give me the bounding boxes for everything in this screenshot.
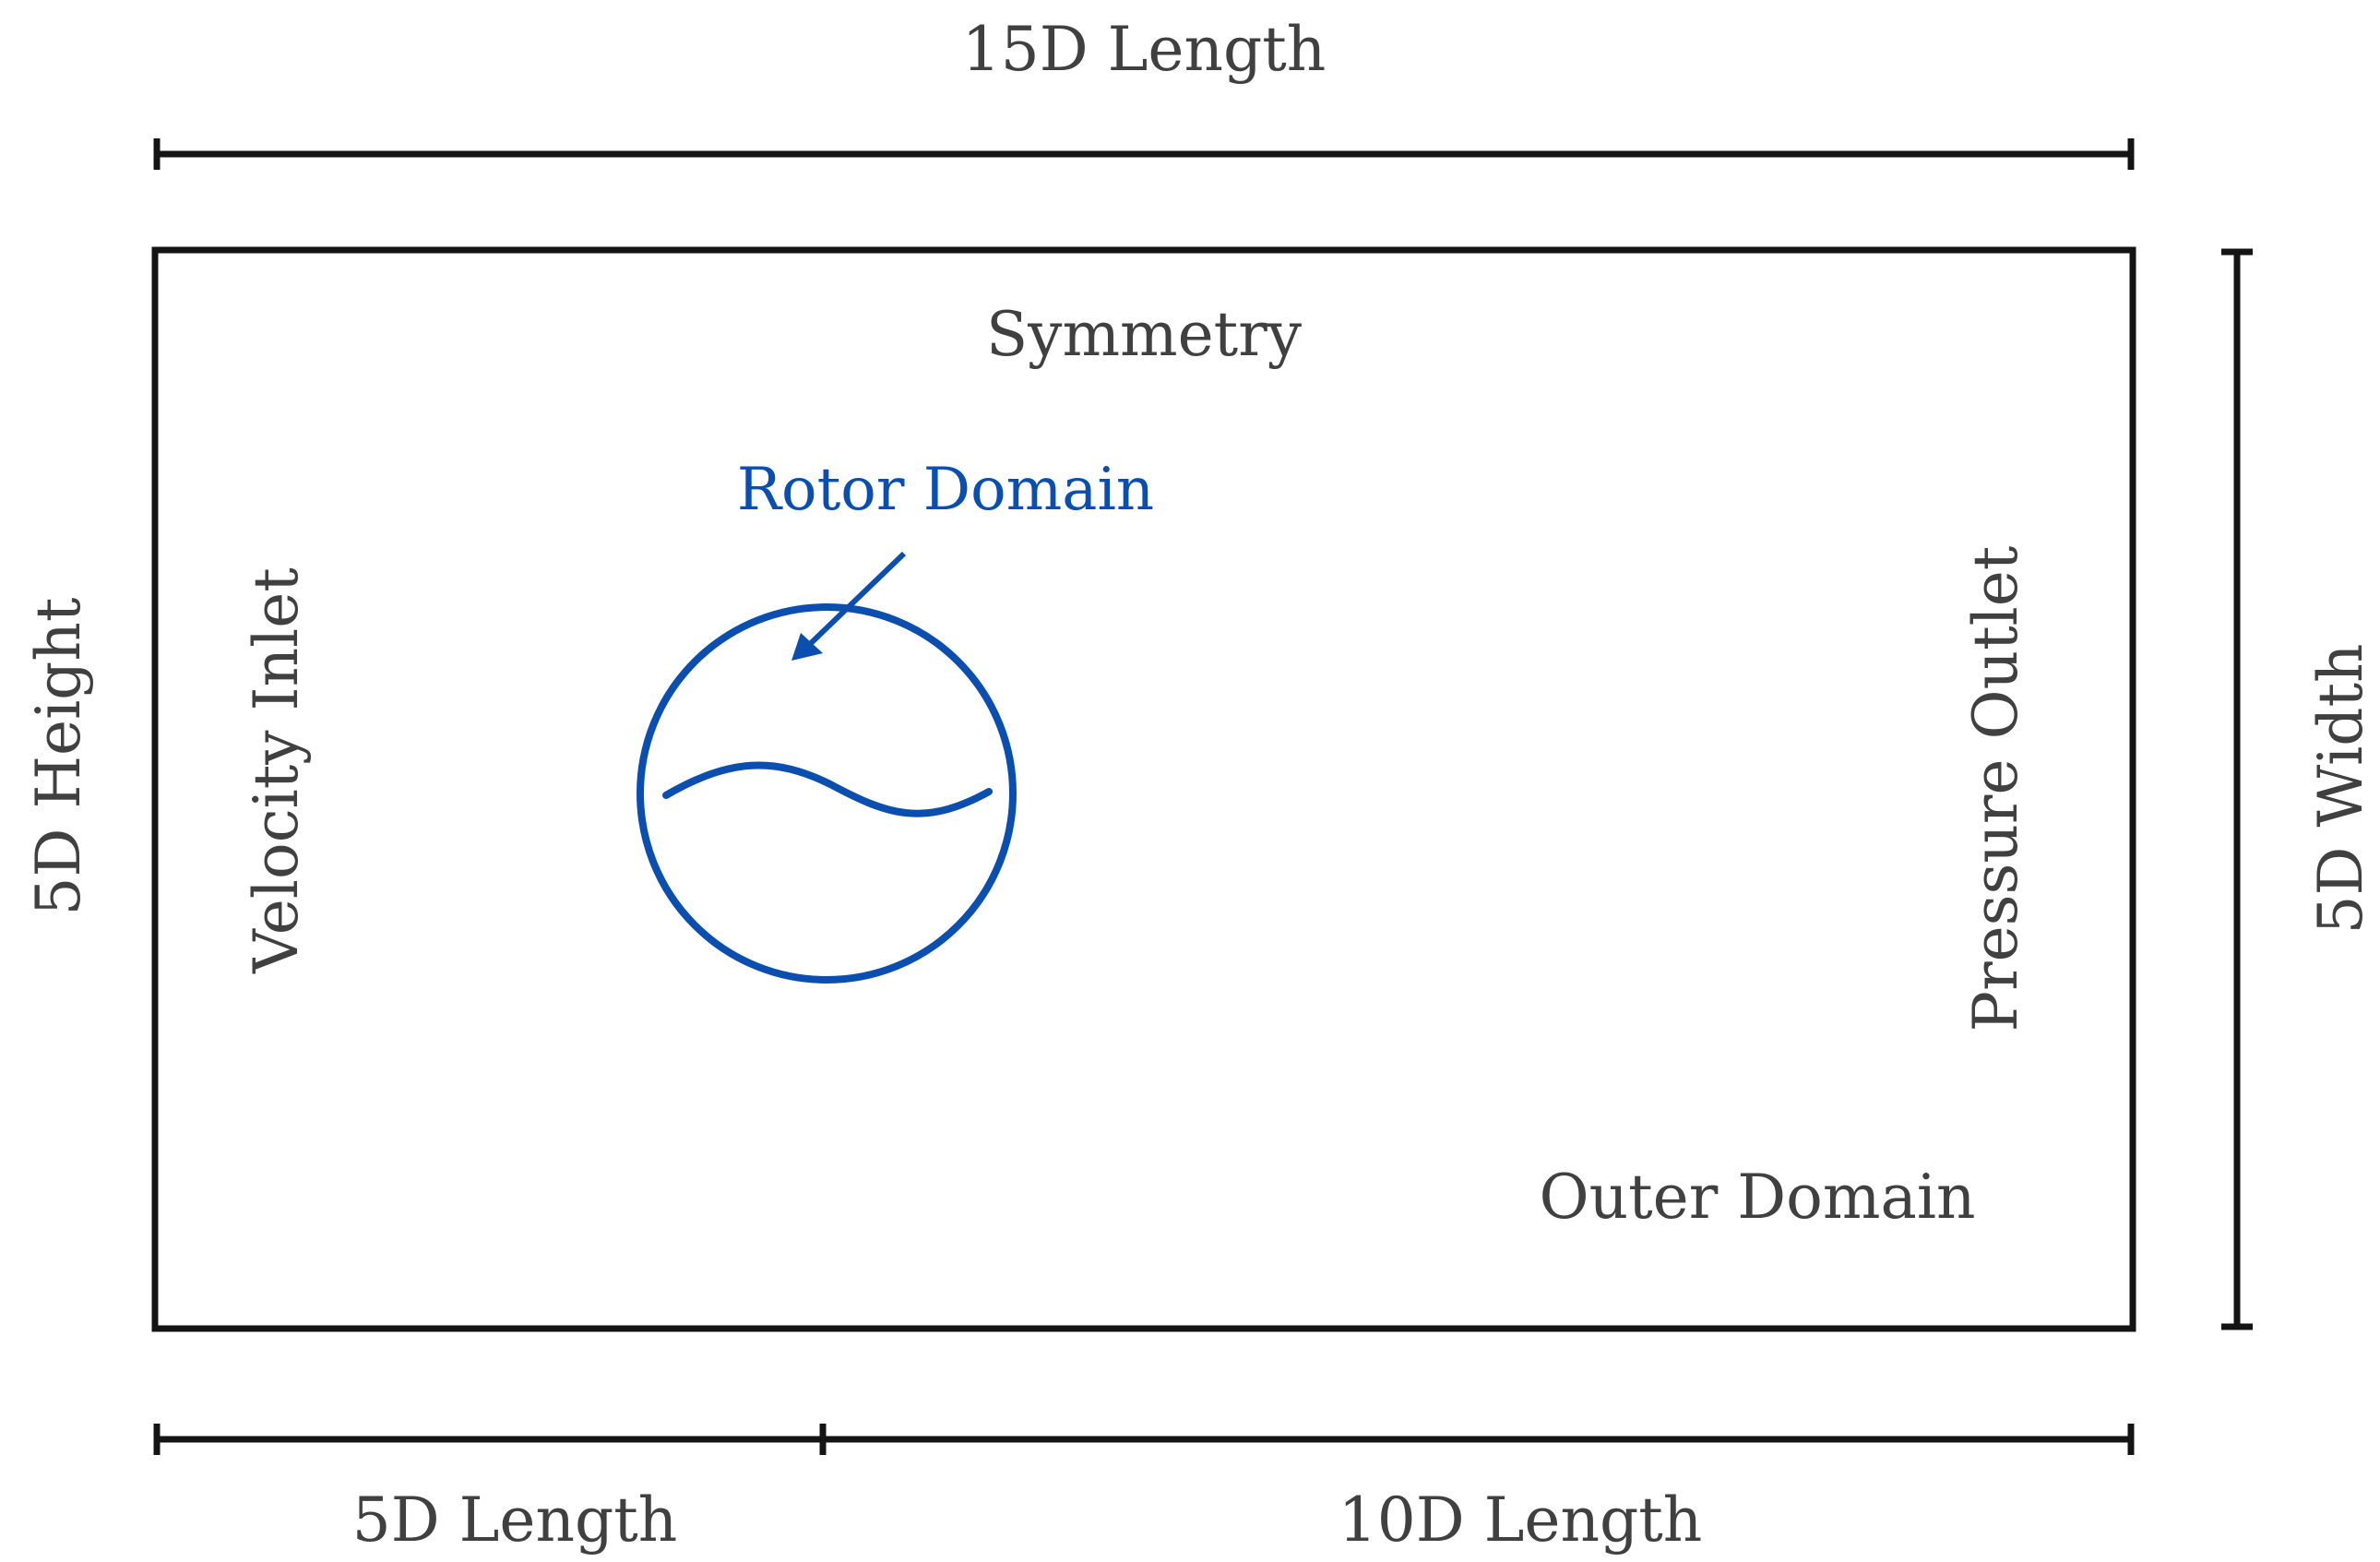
outer-domain-label: Outer Domain [1540,1162,1976,1233]
pressure-outlet-label: Pressure Outlet [1960,546,2031,1032]
rotor-boundary-circle [637,603,1017,984]
velocity-inlet-label: Velocity Inlet [241,567,312,974]
total-length-label: 15D Length [962,14,1327,85]
height-label: 5D Height [23,598,94,916]
rotor-domain-label: Rotor Domain [737,456,1154,524]
dimension-total-length: 15D Length [153,14,2135,170]
outer-domain-boundary [151,246,2136,1332]
rotor-arrow-head [791,633,823,661]
rotor-domain: Rotor Domain [637,456,1154,984]
upstream-length-label: 5D Length [352,1484,678,1556]
symmetry-label: Symmetry [986,299,1303,370]
rotor-blade-curve [662,761,993,817]
rotor-arrow-shaft [805,551,907,649]
width-label: 5D Width [2305,644,2376,935]
dimension-bottom-lengths: 5D Length 10D Length [153,1424,2135,1556]
downstream-length-label: 10D Length [1339,1484,1703,1556]
dimension-width: 5D Width [2221,248,2376,1330]
